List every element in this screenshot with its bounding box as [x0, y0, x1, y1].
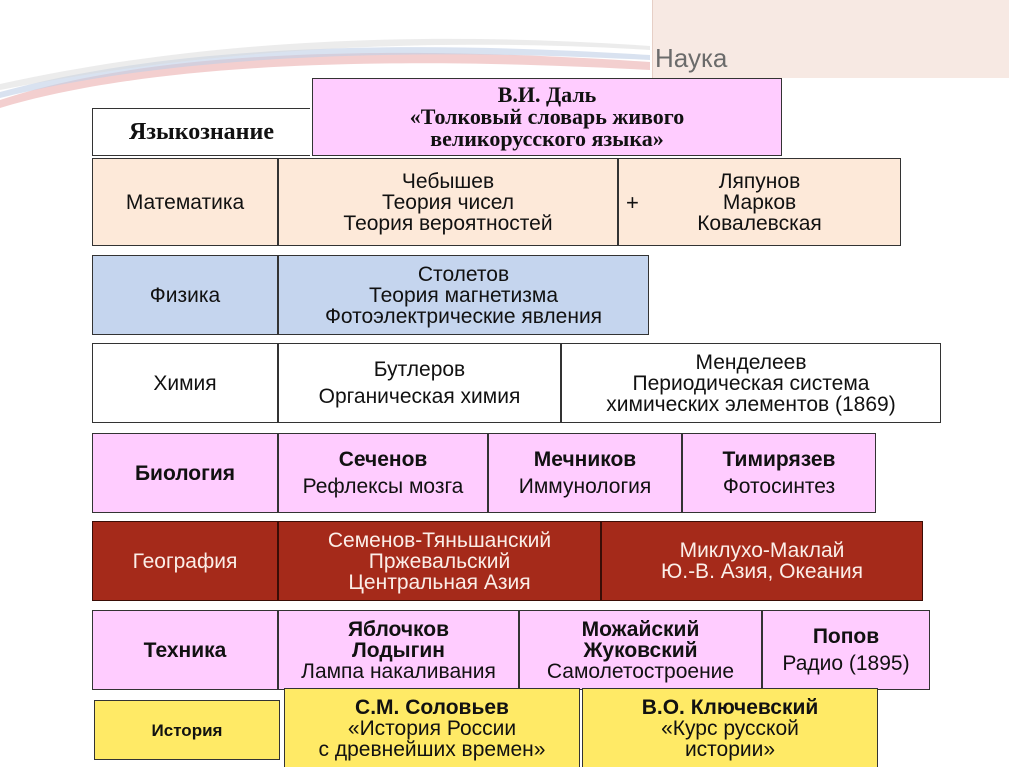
mendeleev-box: Менделеев Периодическая система химическ… [561, 343, 941, 423]
yablochkov-lodygin-box: Яблочков Лодыгин Лампа накаливания [278, 610, 519, 690]
popov-box: Попов Радио (1895) [762, 610, 930, 690]
linguistics-label: Языкознание [92, 108, 310, 156]
mechnikov-box: Мечников Иммунология [488, 433, 682, 513]
chebyshev-box: Чебышев Теория чисел Теория вероятностей [278, 158, 618, 246]
semenov-przhevalsky-box: Семенов-Тяньшанский Пржевальский Централ… [278, 521, 601, 601]
biology-label: Биология [92, 433, 278, 513]
klyuchevsky-box: В.О. Ключевский «Курс русской истории» [582, 688, 878, 767]
sechenov-box: Сеченов Рефлексы мозга [278, 433, 488, 513]
chemistry-label: Химия [92, 343, 278, 423]
math-label: Математика [92, 158, 278, 246]
title-panel [652, 0, 1009, 78]
dal-dictionary-box: В.И. Даль «Толковый словарь живого велик… [312, 78, 782, 156]
physics-label: Физика [92, 255, 278, 335]
decorative-swoosh [0, 38, 650, 108]
stoletov-box: Столетов Теория магнетизма Фотоэлектриче… [278, 255, 649, 335]
mozhaisky-zhukovsky-box: Можайский Жуковский Самолетостроение [519, 610, 762, 690]
geography-label: География [92, 521, 278, 601]
lyapunov-markov-kovalevskaya-box: Ляпунов Марков Ковалевская [618, 158, 901, 246]
page-title: Наука [655, 43, 728, 73]
history-label: История [94, 700, 280, 760]
technology-label: Техника [92, 610, 278, 690]
timiryazev-box: Тимирязев Фотосинтез [682, 433, 876, 513]
solovyov-box: С.М. Соловьев «История России с древнейш… [284, 688, 580, 767]
butlerov-box: Бутлеров Органическая химия [278, 343, 561, 423]
plus-sign: + [626, 190, 639, 215]
miklukho-maklai-box: Миклухо-Маклай Ю.-В. Азия, Океания [601, 521, 923, 601]
